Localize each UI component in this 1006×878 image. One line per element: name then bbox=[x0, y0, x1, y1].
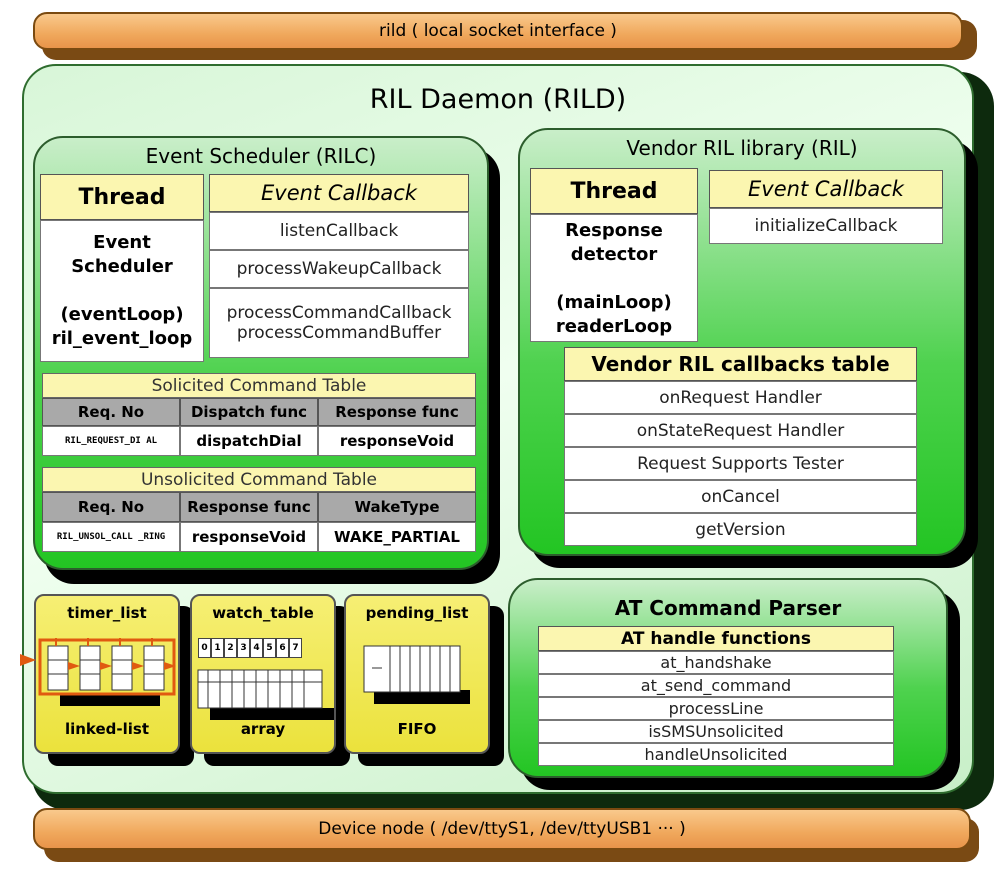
at-function-row: handleUnsolicited bbox=[538, 743, 894, 766]
timer-list-foot: linked-list bbox=[64, 720, 150, 738]
rilc-thread-line: (eventLoop) bbox=[60, 304, 184, 325]
fifo-icon bbox=[363, 645, 470, 704]
rilc-thread-body: Event Scheduler (eventLoop) ril_event_lo… bbox=[40, 220, 204, 362]
solicited-header-cell: Dispatch func bbox=[180, 398, 318, 426]
array-index-cell: 6 bbox=[276, 638, 289, 658]
pending-list-foot: FIFO bbox=[397, 720, 437, 738]
at-parser-title: AT Command Parser bbox=[614, 596, 842, 620]
callback-item: listenCallback bbox=[209, 212, 469, 250]
rild-socket-bar: rild ( local socket interface ) bbox=[33, 12, 963, 50]
vendor-thread-header: Thread bbox=[530, 168, 698, 214]
at-function-row: at_handshake bbox=[538, 651, 894, 674]
watch-table-foot: array bbox=[240, 720, 286, 738]
vendor-thread-line: (mainLoop) bbox=[556, 292, 672, 313]
at-handle-header: AT handle functions bbox=[538, 626, 894, 651]
vendor-thread-line: detector bbox=[570, 244, 658, 265]
at-function-row: at_send_command bbox=[538, 674, 894, 697]
vendor-callback-header: Event Callback bbox=[709, 170, 943, 208]
unsolicited-table-title: Unsolicited Command Table bbox=[42, 467, 476, 492]
at-function-row: processLine bbox=[538, 697, 894, 720]
solicited-cell: dispatchDial bbox=[180, 426, 318, 456]
device-node-label: Device node ( /dev/ttyS1, /dev/ttyUSB1 ·… bbox=[318, 819, 686, 839]
vendor-callbacks-table-title: Vendor RIL callbacks table bbox=[564, 347, 917, 381]
vendor-thread-line: Response bbox=[565, 220, 663, 241]
vendor-callback-item: initializeCallback bbox=[709, 208, 943, 244]
vendor-callbacks-row: onRequest Handler bbox=[564, 381, 917, 414]
callback-item: processCommandBuffer bbox=[236, 323, 442, 343]
linked-list-icon bbox=[20, 638, 176, 706]
unsolicited-cell: WAKE_PARTIAL bbox=[318, 522, 476, 552]
solicited-cell: responseVoid bbox=[318, 426, 476, 456]
vendor-callbacks-row: Request Supports Tester bbox=[564, 447, 917, 480]
unsolicited-cell: responseVoid bbox=[180, 522, 318, 552]
unsolicited-header-cell: WakeType bbox=[318, 492, 476, 522]
array-index-cell: 0 bbox=[198, 638, 211, 658]
event-scheduler-title: Event Scheduler (RILC) bbox=[145, 144, 377, 168]
array-index-cell: 3 bbox=[237, 638, 250, 658]
device-node-bar: Device node ( /dev/ttyS1, /dev/ttyUSB1 ·… bbox=[33, 808, 971, 850]
vendor-callbacks-row: getVersion bbox=[564, 513, 917, 546]
unsolicited-header-cell: Req. No bbox=[42, 492, 180, 522]
callback-item: processCommandCallback bbox=[226, 303, 452, 323]
timer-list-title: timer_list bbox=[67, 604, 147, 622]
vendor-callbacks-row: onStateRequest Handler bbox=[564, 414, 917, 447]
callback-item: processWakeupCallback bbox=[209, 250, 469, 288]
rilc-thread-line: Event bbox=[93, 232, 151, 253]
rild-socket-label: rild ( local socket interface ) bbox=[379, 21, 617, 41]
rilc-thread-line: Scheduler bbox=[71, 256, 173, 277]
unsolicited-header-cell: Response func bbox=[180, 492, 318, 522]
array-icon bbox=[197, 669, 323, 709]
watch-table-title: watch_table bbox=[212, 604, 314, 622]
solicited-cell: RIL_REQUEST_DI AL bbox=[42, 426, 180, 456]
unsolicited-cell: RIL_UNSOL_CALL _RING bbox=[42, 522, 180, 552]
vendor-ril-title: Vendor RIL library (RIL) bbox=[626, 136, 858, 160]
solicited-table-title: Solicited Command Table bbox=[42, 373, 476, 398]
vendor-callbacks-row: onCancel bbox=[564, 480, 917, 513]
vendor-thread-line: readerLoop bbox=[555, 316, 673, 337]
array-shadow bbox=[210, 708, 334, 720]
at-function-row: isSMSUnsolicited bbox=[538, 720, 894, 743]
array-index-cell: 5 bbox=[263, 638, 276, 658]
array-index-cell: 7 bbox=[289, 638, 302, 658]
rilc-callback-header: Event Callback bbox=[209, 174, 469, 212]
solicited-header-cell: Req. No bbox=[42, 398, 180, 426]
rilc-thread-header: Thread bbox=[40, 174, 204, 220]
array-index-cell: 1 bbox=[211, 638, 224, 658]
array-index-cell: 4 bbox=[250, 638, 263, 658]
callback-item-group: processCommandCallback processCommandBuf… bbox=[209, 288, 469, 358]
rilc-thread-line: ril_event_loop bbox=[51, 328, 193, 349]
daemon-title: RIL Daemon (RILD) bbox=[369, 84, 627, 115]
solicited-header-cell: Response func bbox=[318, 398, 476, 426]
pending-list-title: pending_list bbox=[365, 604, 469, 622]
array-index-cell: 2 bbox=[224, 638, 237, 658]
vendor-thread-body: Response detector (mainLoop) readerLoop bbox=[530, 214, 698, 342]
